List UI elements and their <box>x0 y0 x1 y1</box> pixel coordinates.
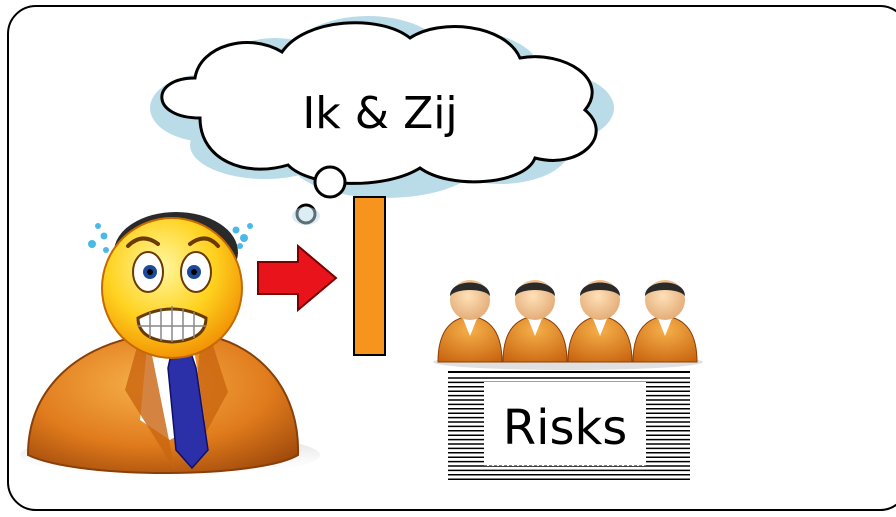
barrier-bar <box>353 196 386 356</box>
thought-dot-large <box>313 165 347 199</box>
scared-face-icon <box>101 217 243 359</box>
group-person-4 <box>632 280 698 363</box>
risks-label: Risks <box>503 400 628 456</box>
people-group-icon <box>433 280 703 370</box>
thought-text: Ik & Zij <box>302 88 457 139</box>
group-person-3 <box>567 280 633 363</box>
arrow-right-icon <box>257 243 338 313</box>
group-person-1 <box>437 280 503 363</box>
thought-cloud: Ik & Zij <box>150 16 614 225</box>
risks-document: Risks <box>448 371 690 480</box>
sweat-drops-icon <box>88 223 253 253</box>
group-person-2 <box>502 280 568 363</box>
